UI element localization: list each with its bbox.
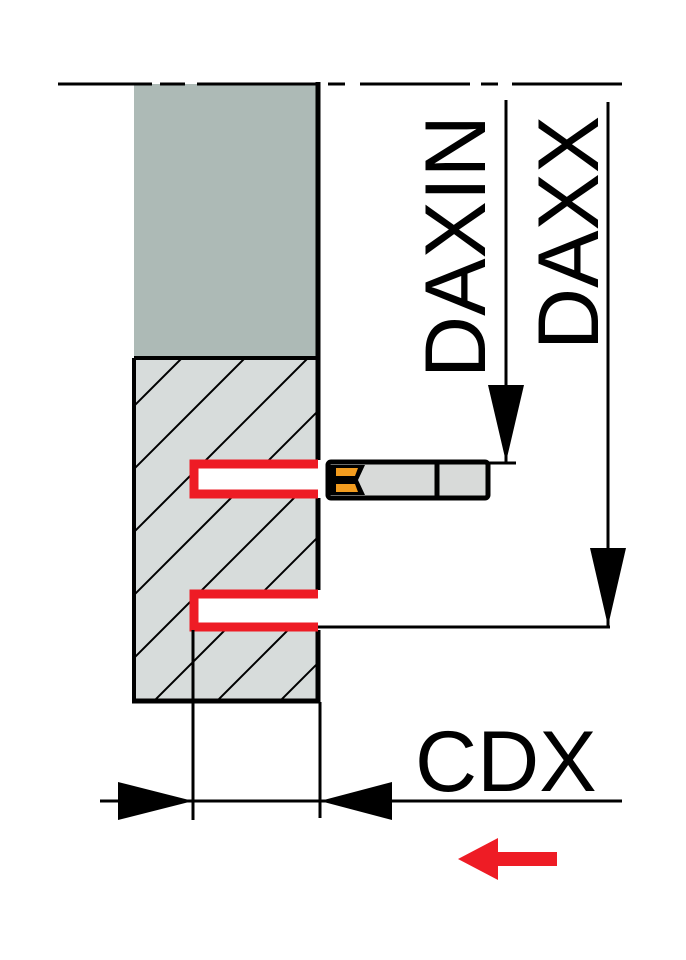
workpiece-hatched-section	[134, 358, 318, 700]
dimension-daxx: DAXX	[318, 102, 626, 629]
daxx-label: DAXX	[521, 116, 617, 350]
groove-1	[189, 459, 318, 499]
feed-direction-arrow	[458, 838, 557, 880]
dimension-cdx: CDX	[100, 630, 622, 820]
grooving-tool	[325, 459, 491, 501]
workpiece-unsectioned	[134, 84, 318, 358]
cdx-label: CDX	[415, 714, 597, 810]
dimension-daxin: DAXIN	[408, 100, 524, 465]
daxin-label: DAXIN	[408, 115, 504, 378]
groove-2	[189, 589, 318, 632]
